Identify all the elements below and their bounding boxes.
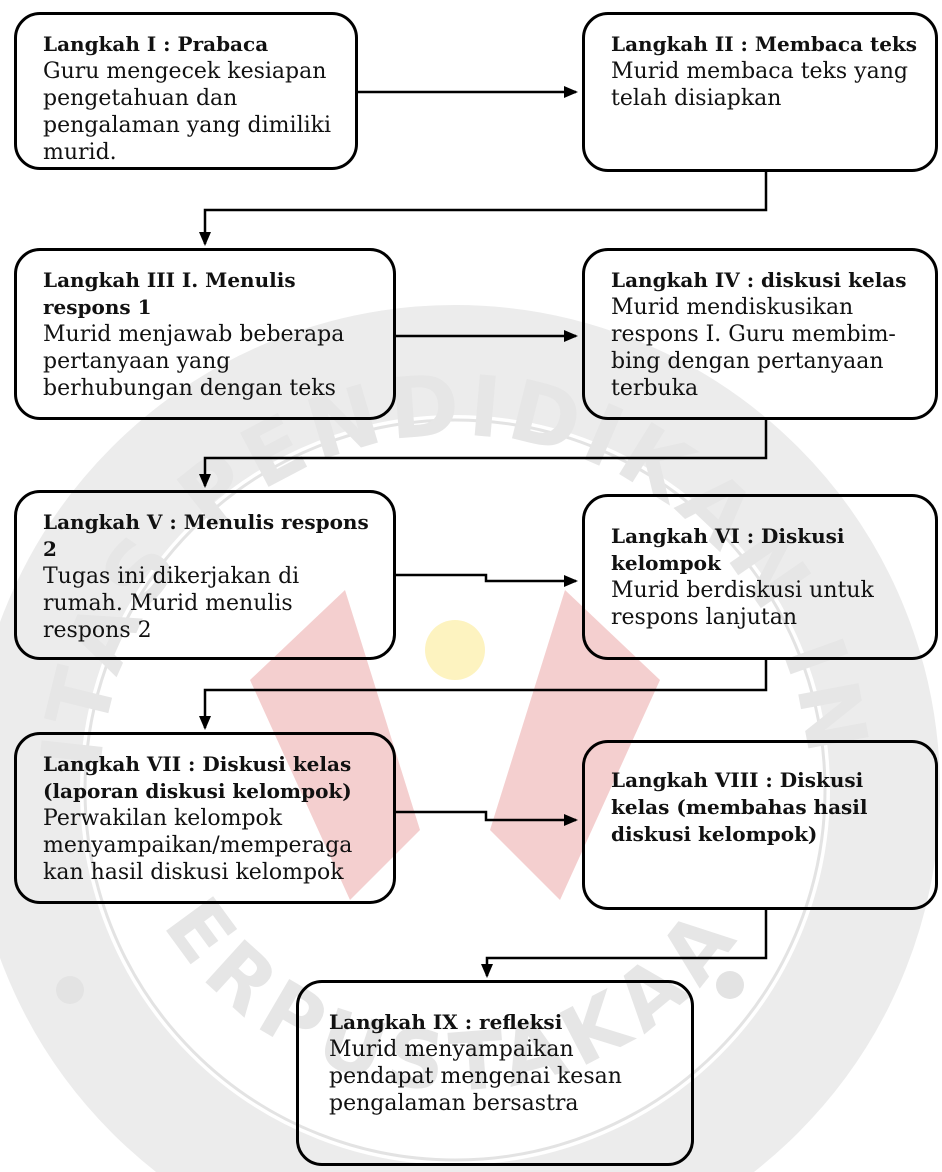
arrow-8-to-9 — [481, 910, 768, 978]
step-2-box: Langkah II : Membaca teks Murid membaca … — [582, 12, 938, 172]
step-5-title: Langkah V : Menulis respons 2 — [43, 510, 369, 561]
step-4-body: Murid mendiskusikan respons I. Guru memb… — [611, 295, 896, 401]
step-6-body: Murid berdiskusi untuk respons lanjutan — [611, 578, 874, 630]
arrow-2-to-3 — [199, 172, 768, 246]
step-8-title: Langkah VIII : Diskusi kelas (membahas h… — [611, 768, 868, 846]
step-3-title: Langkah III I. Menulis respons 1 — [43, 268, 296, 319]
step-3-box: Langkah III I. Menulis respons 1 Murid m… — [14, 248, 396, 420]
arrow-5-to-6 — [396, 573, 578, 587]
step-4-box: Langkah IV : diskusi kelas Murid mendisk… — [582, 248, 938, 420]
step-1-box: Langkah I : Prabaca Guru mengecek kesiap… — [14, 12, 358, 170]
step-9-body: Murid menyampaikan pendapat mengenai kes… — [329, 1037, 622, 1116]
step-1-body: Guru mengecek kesiapan pengetahuan dan p… — [43, 59, 332, 165]
step-4-title: Langkah IV : diskusi kelas — [611, 268, 907, 292]
step-6-title: Langkah VI : Diskusi kelompok — [611, 524, 845, 575]
step-7-body: Perwakilan kelompok menyampaikan/mempera… — [43, 806, 353, 885]
step-1-title: Langkah I : Prabaca — [43, 32, 269, 56]
step-6-box: Langkah VI : Diskusi kelompok Murid berd… — [582, 494, 938, 660]
step-9-box: Langkah IX : refleksi Murid menyampaikan… — [296, 980, 694, 1166]
step-7-box: Langkah VII : Diskusi kelas (laporan dis… — [14, 732, 396, 904]
step-5-box: Langkah V : Menulis respons 2 Tugas ini … — [14, 490, 396, 660]
step-5-body: Tugas ini dikerjakan di rumah. Murid men… — [43, 564, 300, 643]
step-2-title: Langkah II : Membaca teks — [611, 32, 918, 56]
step-7-title: Langkah VII : Diskusi kelas (laporan dis… — [43, 752, 352, 803]
arrow-7-to-8 — [396, 810, 578, 826]
arrow-6-to-7 — [199, 660, 768, 730]
step-8-box: Langkah VIII : Diskusi kelas (membahas h… — [582, 740, 938, 910]
step-9-title: Langkah IX : refleksi — [329, 1010, 563, 1034]
step-2-body: Murid membaca teks yang telah disiapkan — [611, 59, 908, 111]
step-3-body: Murid menjawab beberapa pertanyaan yang … — [43, 322, 345, 401]
arrow-4-to-5 — [199, 420, 768, 488]
